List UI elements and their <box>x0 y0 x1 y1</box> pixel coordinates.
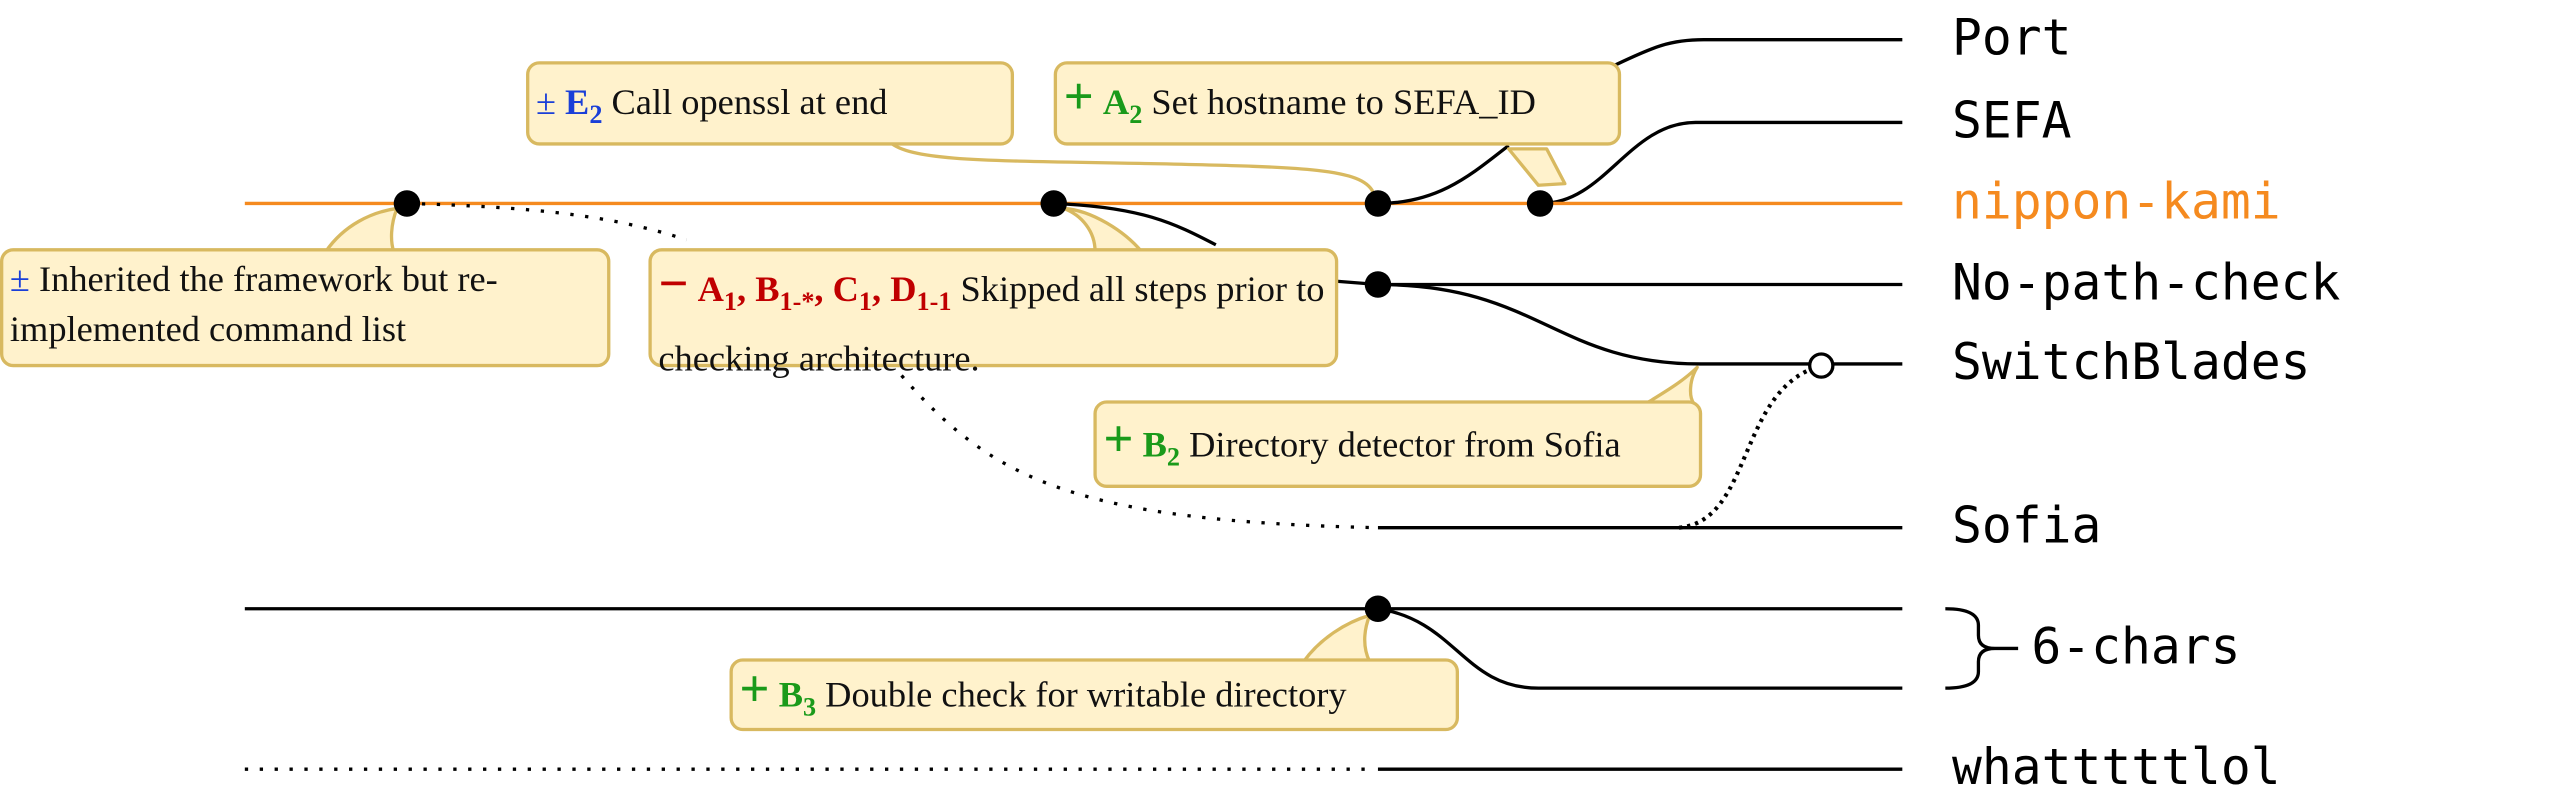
node-6chars-split <box>1364 595 1392 622</box>
add-sign: + <box>1103 408 1134 469</box>
callout-a2: + A2 Set hostname to SEFA_ID <box>1053 61 1622 146</box>
add-sign: + <box>1063 66 1094 126</box>
node-sefa-root <box>1526 190 1554 217</box>
line-sofia-dotted <box>900 374 1378 530</box>
label-sofia: Sofia <box>1951 497 2102 556</box>
node-skipped <box>1040 190 1067 217</box>
callout-tail-skipped <box>1061 206 1144 254</box>
callout-text: Skipped all steps prior to checking arch… <box>658 267 1325 380</box>
change-code: B3 <box>778 673 817 722</box>
label-whattttttlol: whatttttlol <box>1951 739 2281 798</box>
callout-text: Inherited the framework but re-implement… <box>9 258 498 350</box>
node-no-path-check <box>1364 271 1392 298</box>
callout-b2: + B2 Directory detector from Sofia <box>1093 400 1703 488</box>
callout-b3: + B3 Double check for writable directory <box>729 658 1460 732</box>
label-6-chars: 6-chars <box>2031 618 2241 677</box>
callout-tail-b2 <box>1644 365 1699 406</box>
label-port: Port <box>1951 9 2072 68</box>
line-no-path-check <box>1336 279 1903 287</box>
node-nippon-a2 <box>1364 190 1392 217</box>
modify-sign: ± <box>535 81 556 123</box>
change-code: B2 <box>1142 423 1181 473</box>
line-ancestor-dotted <box>406 201 688 242</box>
line-6chars-lower <box>1377 607 1903 690</box>
callout-text: Set hostname to SEFA_ID <box>1151 81 1536 123</box>
remove-sign: − <box>658 253 689 313</box>
line-switchblades <box>1377 282 1903 366</box>
brace-6chars <box>1945 607 2019 690</box>
callout-text: Call openssl at end <box>611 81 888 123</box>
callout-inherited: ± Inherited the framework but re-impleme… <box>0 248 611 368</box>
callout-tail-b3 <box>1301 613 1372 664</box>
modify-sign: ± <box>9 258 30 300</box>
callout-tail-a2 <box>1506 147 1567 187</box>
callout-text: Double check for writable directory <box>825 673 1347 715</box>
callout-tail-e2 <box>888 140 1375 193</box>
change-code: E2 <box>565 81 603 130</box>
label-switchblades: SwitchBlades <box>1951 334 2311 393</box>
line-branch-no-path <box>1053 201 1217 247</box>
label-sefa: SEFA <box>1951 92 2072 151</box>
label-nippon-kami: nippon-kami <box>1951 173 2281 232</box>
callout-e2: ± E2 Call openssl at end <box>526 61 1015 146</box>
line-port <box>1612 38 1903 68</box>
callout-text: Directory detector from Sofia <box>1189 423 1621 465</box>
add-sign: + <box>739 658 770 718</box>
node-inherited <box>393 190 421 217</box>
line-merge-dotted <box>1678 363 1822 530</box>
label-no-path-check: No-path-check <box>1951 254 2341 313</box>
change-code: A2 <box>1102 81 1143 130</box>
change-codes: A1, B1-*, C1, D1-1 <box>697 267 952 317</box>
callout-skipped: − A1, B1-*, C1, D1-1 Skipped all steps p… <box>648 248 1339 379</box>
line-branch-a2 <box>1377 144 1510 206</box>
line-sefa <box>1541 120 1903 206</box>
node-switchblades-merge <box>1808 352 1835 379</box>
callout-tail-inherited <box>324 206 399 254</box>
